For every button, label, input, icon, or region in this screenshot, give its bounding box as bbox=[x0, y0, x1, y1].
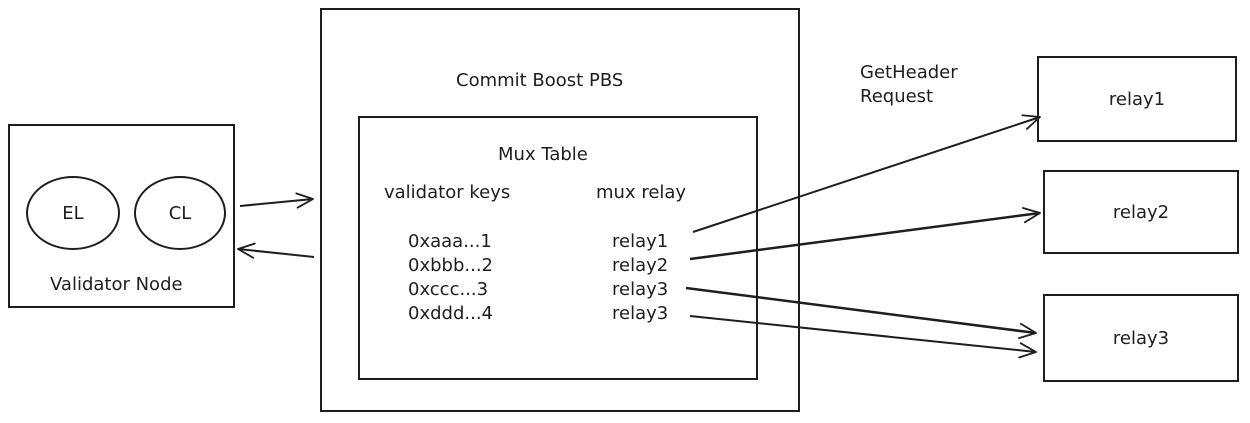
relay1-label: relay1 bbox=[1108, 88, 1166, 110]
validator-keys-list: 0xaaa...1 0xbbb...2 0xccc...3 0xddd...4 bbox=[408, 230, 493, 326]
validator-node-label: Validator Node bbox=[50, 274, 183, 295]
arrow-row3-to-relay3 bbox=[685, 286, 1037, 339]
relay3-box: relay3 bbox=[1043, 294, 1239, 382]
arrow-row2-to-relay2 bbox=[689, 207, 1041, 261]
validator-node-box: EL CL Validator Node bbox=[8, 124, 235, 308]
arrow-pbs-to-node bbox=[237, 242, 315, 259]
el-oval: EL bbox=[26, 176, 120, 250]
relay-cell: relay3 bbox=[612, 303, 669, 324]
relay2-box: relay2 bbox=[1043, 170, 1239, 254]
relay3-label: relay3 bbox=[1112, 327, 1170, 349]
arrow-row1-to-relay1 bbox=[692, 114, 1041, 233]
relay-cell: relay1 bbox=[612, 231, 669, 252]
mux-table-title: Mux Table bbox=[498, 144, 588, 165]
key-cell: 0xccc...3 bbox=[408, 279, 489, 300]
cl-label: CL bbox=[168, 202, 192, 224]
el-label: EL bbox=[62, 202, 84, 224]
mux-relays-list: relay1 relay2 relay3 relay3 bbox=[612, 230, 668, 326]
mux-table-box: Mux Table validator keys mux relay 0xaaa… bbox=[358, 116, 758, 380]
key-cell: 0xbbb...2 bbox=[408, 255, 493, 276]
relay-cell: relay3 bbox=[612, 279, 669, 300]
relay2-label: relay2 bbox=[1112, 201, 1170, 223]
relay-cell: relay2 bbox=[612, 255, 669, 276]
pbs-title: Commit Boost PBS bbox=[456, 70, 624, 91]
key-cell: 0xddd...4 bbox=[408, 303, 493, 324]
pbs-box: Commit Boost PBS Mux Table validator key… bbox=[320, 8, 800, 412]
validator-keys-header: validator keys bbox=[384, 182, 511, 203]
key-cell: 0xaaa...1 bbox=[408, 231, 492, 252]
mux-relay-header: mux relay bbox=[596, 182, 687, 203]
request-label-line1: GetHeader bbox=[860, 62, 958, 83]
cl-oval: CL bbox=[134, 176, 226, 250]
request-label-line2: Request bbox=[860, 86, 934, 107]
arrow-node-to-pbs bbox=[239, 192, 314, 209]
arrow-row4-to-relay3 bbox=[689, 315, 1037, 359]
relay1-box: relay1 bbox=[1037, 56, 1237, 142]
